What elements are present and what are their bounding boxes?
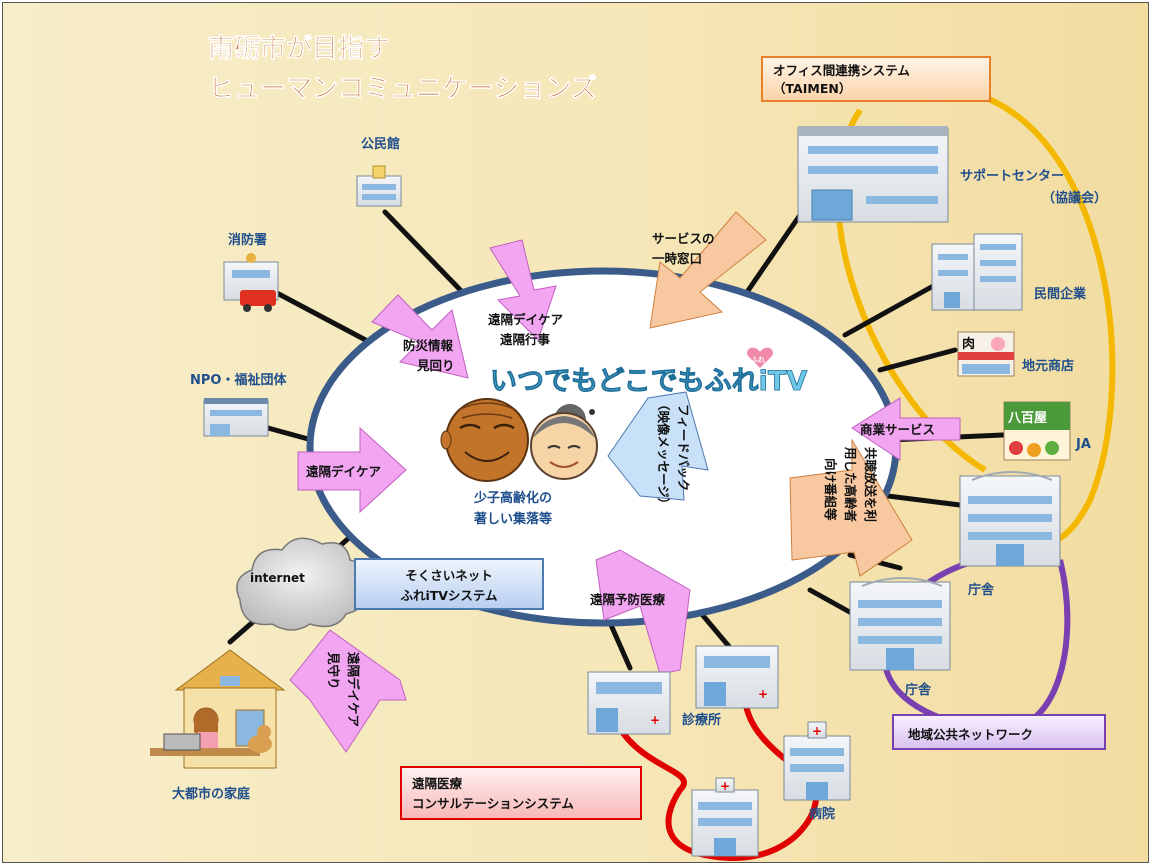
jimoto-label: 地元商店 [1022,358,1074,374]
clinic-cross-1: + [650,713,660,727]
hospital-icon-2: + [691,777,759,857]
arrow-prevention: 遠隔予防医療 [590,549,691,675]
office-system-line2: （TAIMEN） [773,81,852,96]
shobosho-label: 消防署 [228,232,267,248]
sokusai-net-box: そくさいネット ふれiTVシステム [354,558,544,610]
hospital-label: 病院 [809,806,835,822]
medical-consult-box: 遠隔医療 コンサルテーションシステム [400,766,642,820]
arrow-service-window: サービスの 一時窓口 [649,211,767,329]
kominkan-building-icon [356,165,402,207]
minkan-label: 民間企業 [1034,286,1087,302]
government-building-icon-2 [849,577,951,671]
ja-shop-icon: 八百屋 [1003,401,1071,461]
arrow-bosai-text-2: 見回り [416,358,455,373]
arrow-commerce-text: 商業サービス [860,422,935,437]
elderly-man-face-icon [440,398,529,482]
arrow-home-text-1: 遠隔デイケア [346,652,361,727]
public-network-box: 地域公共ネットワーク [892,714,1106,750]
npo-building-icon [203,398,269,437]
diagram-title-line2: ヒューマンコミュニケーションズ [208,73,597,104]
support-center-label-2: （協議会） [1042,190,1107,206]
village-text-1: 少子高齢化の [473,490,552,506]
clinic-cross-2: + [758,687,768,701]
office-system-box: オフィス間連携システム （TAIMEN） [761,56,991,102]
support-center-building-icon [797,126,949,223]
arrow-daycare-left: 遠隔デイケア [297,426,407,514]
arrow-service-window-text-2: 一時窓口 [652,251,702,266]
fire-station-icon [223,253,279,312]
public-network-text: 地域公共ネットワーク [908,727,1034,742]
arrow-broadcast-text-2: 用した高齢者 [843,446,858,523]
support-center-label-1: サポートセンター [960,168,1064,184]
arrow-feedback-text-1: フィードバック [676,404,691,491]
medical-line1: 遠隔医療 [412,776,463,791]
arrow-prevention-text: 遠隔予防医療 [590,592,666,607]
arrow-daycare-left-text: 遠隔デイケア [306,464,381,479]
internet-label: internet [250,571,305,585]
itv-logo-text: いつでもどこでもふれiTV [490,366,807,397]
heart-badge-text: ふれ [751,356,765,364]
hospital-icon-1: + [783,721,851,801]
arrow-bosai-text-1: 防災情報 [403,338,454,353]
sokusai-line2: ふれiTVシステム [400,588,498,603]
home-icon [150,649,286,769]
meat-sign-text: 肉 [962,336,975,352]
clinic-icon-1: + [587,671,671,735]
arrow-bosai: 防災情報 見回り [371,294,469,379]
arrow-daycare-top-text-1: 遠隔デイケア [488,312,563,327]
heart-badge-icon: ふれ [747,347,773,368]
clinic-label: 診療所 [682,712,721,728]
clinic-icon-2: + [695,645,779,709]
elderly-woman-face-icon [530,404,598,480]
village-text-2: 著しい集落等 [473,511,552,527]
home-label: 大都市の家庭 [172,786,251,802]
arrow-feedback-text-2: （映像メッセージ） [656,398,671,510]
hospital-cross-2: + [720,779,730,793]
arrow-broadcast-text-3: 向け番組等 [823,458,838,521]
ja-label: JA [1075,437,1091,452]
sokusai-line1: そくさいネット [405,568,493,583]
company-building-icon [931,233,1023,311]
arrow-feedback: フィードバック （映像メッセージ） [607,391,709,510]
office-system-line1: オフィス間連携システム [773,63,910,78]
yaoya-sign-text: 八百屋 [1007,411,1047,426]
kominkan-label: 公民館 [361,136,400,152]
npo-label: NPO・福祉団体 [190,372,287,388]
chosha2-label: 庁舎 [904,682,932,698]
arrow-home: 遠隔デイケア 見守り [289,629,407,753]
shop-icon: 肉 [957,331,1015,377]
hospital-cross-1: + [812,724,822,738]
arrow-service-window-text-1: サービスの [652,231,715,246]
arrow-daycare-top: 遠隔デイケア 遠隔行事 [488,239,563,347]
medical-line2: コンサルテーションシステム [412,796,574,811]
diagram-title-line1: 南砺市が目指す [208,33,390,64]
government-building-icon-1 [959,471,1061,567]
arrow-broadcast-text-1: 共聴放送を利 [863,447,878,522]
arrow-daycare-top-text-2: 遠隔行事 [500,332,551,347]
arrow-broadcast: 共聴放送を利 用した高齢者 向け番組等 [789,438,913,577]
arrow-home-text-2: 見守り [326,651,341,690]
chosha1-label: 庁舎 [967,582,995,598]
arrow-commerce: 商業サービス [851,397,961,461]
